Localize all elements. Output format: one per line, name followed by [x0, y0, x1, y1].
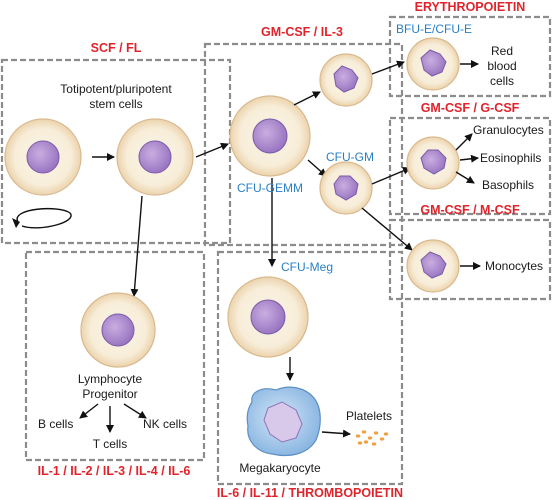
- cfu-gm-cell: [319, 161, 373, 215]
- gm-to-granulocyte-arrow: [371, 167, 411, 185]
- megakaryocyte-cell: [246, 386, 321, 457]
- stem-to-lymphoid-arrow: [130, 195, 143, 297]
- granulocyte-progenitor-cell: [406, 136, 460, 190]
- platelets-dots: [355, 430, 389, 446]
- to-basophils-arrow: [455, 171, 475, 184]
- factor-gmcsf-gcsf: GM-CSF / G-CSF: [421, 101, 520, 115]
- lymphocyte-label-line1: Lymphocyte: [78, 372, 143, 386]
- stem-label-line2: stem cells: [89, 97, 142, 111]
- to-eosinophils-arrow: [459, 154, 479, 163]
- cfu-meg-label: CFU-Meg: [281, 260, 333, 274]
- factor-scf-fl: SCF / FL: [91, 41, 142, 55]
- monocyte-box: [388, 218, 552, 301]
- erythroid-cell: [406, 37, 460, 91]
- stem-cell-box: [0, 58, 232, 245]
- monocyte-progenitor-cell: [406, 239, 460, 293]
- factor-lymphoid-interleukins: IL-1 / IL-2 / IL-3 / IL-4 / IL-6: [38, 464, 191, 478]
- rbc-label-line1: Red: [491, 44, 513, 58]
- factor-gmcsf-il3: GM-CSF / IL-3: [261, 25, 343, 39]
- b-cells-label: B cells: [38, 417, 73, 431]
- to-b-cells-arrow: [79, 403, 99, 419]
- bfu-e-label: BFU-E/CFU-E: [396, 22, 472, 36]
- cfu-gemm-label: CFU-GEMM: [237, 181, 303, 195]
- platelets-label: Platelets: [346, 409, 392, 423]
- t-cells-label: T cells: [93, 437, 127, 451]
- lymphocyte-label-line2: Progenitor: [82, 387, 137, 401]
- to-nk-cells-arrow: [123, 403, 147, 419]
- nk-cells-label: NK cells: [143, 417, 187, 431]
- granulocyte-box: [388, 116, 552, 216]
- monocytes-label: Monocytes: [485, 259, 543, 273]
- stem-label-line1: Totipotent/pluripotent: [60, 82, 172, 96]
- megakaryocyte-box: [216, 250, 404, 486]
- cfu-gemm-box: [203, 42, 404, 247]
- stem-to-gemm-arrow: [195, 142, 229, 158]
- lymphoid-box: [24, 250, 206, 462]
- rbc-label-line2: blood: [487, 59, 516, 73]
- factor-megakaryocyte: IL-6 / IL-11 / THROMBOPOIETIN: [217, 486, 403, 500]
- bfu-to-erythro-arrow: [371, 60, 405, 75]
- basophils-label: Basophils: [482, 178, 534, 192]
- megakaryocyte-label: Megakaryocyte: [239, 461, 321, 475]
- bfu-progenitor-cell: [319, 53, 373, 107]
- factor-erythropoietin: ERYTHROPOIETIN: [415, 0, 526, 14]
- self-renewal-arrow-icon: [12, 207, 72, 229]
- cfu-gemm-cell: [229, 95, 311, 177]
- eosinophils-label: Eosinophils: [480, 151, 541, 165]
- to-granulocytes-arrow: [455, 133, 473, 151]
- stem-cell-1: [4, 118, 82, 196]
- granulocytes-label: Granulocytes: [473, 123, 544, 137]
- gemm-to-gm-arrow: [307, 159, 327, 177]
- lymphocyte-progenitor-cell: [80, 292, 156, 368]
- erythroid-box: [388, 15, 552, 98]
- cfu-gm-label: CFU-GM: [326, 150, 374, 164]
- gm-to-monocyte-arrow: [361, 207, 413, 251]
- cfu-meg-cell: [227, 276, 309, 358]
- to-platelets-arrow: [321, 429, 351, 438]
- gemm-to-bfu-arrow: [293, 91, 321, 106]
- stem-cell-2: [116, 118, 194, 196]
- factor-gmcsf-mcsf: GM-CSF / M-CSF: [420, 203, 520, 217]
- rbc-label-line3: cells: [490, 74, 514, 88]
